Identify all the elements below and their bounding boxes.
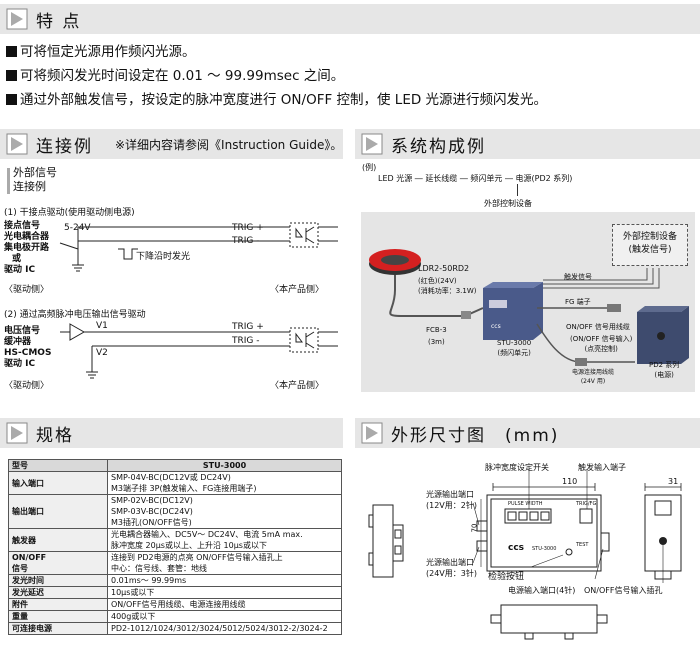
- feature-item-2: 可将频闪发光时间设定在 0.01 ～ 99.99msec 之间。: [6, 67, 344, 85]
- case1-left-labels: 接点信号光电耦合器集电极开路或驱动 IC: [4, 221, 50, 275]
- arrow-icon: [6, 422, 28, 444]
- dims-110: 110: [562, 477, 578, 486]
- dims-drawing: [368, 469, 682, 640]
- case2-product-side: 〈本产品侧〉: [270, 381, 325, 391]
- features-title: 特 点: [36, 11, 82, 32]
- spec-title: 规格: [36, 425, 74, 446]
- dims-trigger-terminal: 触发输入端子: [578, 463, 626, 472]
- power-cable-label: 电源连接用线缆(24V 用): [572, 369, 615, 385]
- connection-header: 连接例 ※详细内容请参阅《Instruction Guide》。: [0, 129, 343, 159]
- features-header: 特 点: [0, 4, 700, 34]
- spec-header-value: STU-3000: [107, 459, 342, 472]
- dims-pulse-switch: 脉冲宽度设定开关: [485, 463, 549, 472]
- onoff-cable-label: ON/OFF 信号用线缆: [566, 323, 630, 331]
- case2-circuit: [60, 323, 338, 379]
- arrow-icon: [6, 8, 28, 30]
- case1-falling-note: 下降沿时发光: [136, 252, 191, 262]
- dims-header: 外形尺寸图 (mm): [355, 418, 700, 448]
- dims-model-label: STU-3000: [532, 546, 557, 552]
- spec-header-key: 型号: [8, 459, 108, 472]
- dims-trig-label: TRIG/FG: [576, 501, 597, 507]
- case1-trig-plus: TRIG +: [232, 223, 264, 233]
- system-ext-control: 外部控制设备: [484, 199, 532, 208]
- fcb-label: FCB-3(3m): [426, 326, 447, 346]
- system-title: 系统构成例: [391, 136, 486, 157]
- case1-voltage: 5-24V: [64, 223, 91, 233]
- svg-text:ccs: ccs: [491, 323, 501, 330]
- system-chain: LED 光源 ― 延长线缆 ― 频闪单元 ― 电源(PD2 系列): [378, 174, 573, 183]
- table-row: 型号 STU-3000: [8, 459, 342, 472]
- system-header: 系统构成例: [355, 129, 700, 159]
- led-model: LDR2-50RD2: [418, 264, 470, 273]
- pd2-label: PD2 系列(电源): [649, 361, 680, 379]
- feature-item-1: 可将恒定光源用作频闪光源。: [6, 43, 196, 61]
- dims-test-label: TEST: [576, 542, 589, 548]
- arrow-icon: [361, 133, 383, 155]
- dims-power-port: 电源输入端口(4针): [508, 586, 576, 595]
- dims-test-button: 检验按钮: [488, 572, 525, 582]
- dims-onoff-jack: ON/OFF信号输入插孔: [584, 586, 663, 595]
- arrow-icon: [6, 133, 28, 155]
- dims-70: 70: [470, 523, 479, 533]
- ext-control-box: 外部控制设备(触发信号): [612, 224, 688, 266]
- stu-label: STU-3000(频闪单元): [497, 339, 532, 357]
- table-row: 触发器光电耦合器输入、DC5V～ DC24V、电流 5mA max.脉冲宽度 2…: [8, 528, 342, 552]
- case2-trig-minus: TRIG -: [232, 336, 260, 346]
- chain-connector: [517, 184, 518, 196]
- case2-driver-side: 〈驱动侧〉: [4, 381, 50, 391]
- case2-trig-plus: TRIG +: [232, 322, 264, 332]
- case2-title: (2) 通过高频脉冲电压输出信号驱动: [4, 310, 146, 320]
- case2-v1: V1: [96, 321, 108, 331]
- feature-item-3: 通过外部触发信号，按设定的脉冲宽度进行 ON/OFF 控制，使 LED 光源进行…: [6, 91, 547, 109]
- system-illustration: ccs: [369, 249, 689, 366]
- ext-signal-bar: [7, 168, 10, 194]
- case1-driver-side: 〈驱动侧〉: [4, 285, 50, 295]
- system-trigger-signal: 触发信号: [564, 273, 592, 281]
- onoff-input-label: (ON/OFF 信号输入)(点亮控制): [570, 335, 633, 353]
- fg-terminal-label: FG 端子: [565, 298, 591, 306]
- case1-product-side: 〈本产品侧〉: [270, 285, 325, 295]
- system-example-label: (例): [362, 163, 377, 172]
- case2-v2: V2: [96, 348, 108, 358]
- connection-title: 连接例: [36, 136, 93, 157]
- arrow-icon: [361, 422, 383, 444]
- dims-out12: 光源输出端口(12V用：2针): [426, 490, 477, 510]
- case1-title: (1) 干接点驱动(使用驱动侧电源): [4, 208, 135, 218]
- dims-31: 31: [668, 477, 679, 486]
- dims-brand: ccs: [508, 543, 525, 553]
- dims-pulse-label: PULSE WIDTH: [508, 501, 543, 507]
- spec-header: 规格: [0, 418, 343, 448]
- ext-signal-label: 外部信号连接例: [13, 166, 57, 193]
- dims-title: 外形尺寸图 (mm): [391, 425, 560, 446]
- led-spec: (红色)(24V)(消耗功率：3.1W): [418, 277, 477, 295]
- case1-circuit: [59, 222, 338, 272]
- connection-note: ※详细内容请参阅《Instruction Guide》。: [115, 137, 343, 152]
- dims-out24: 光源输出端口(24V用：3针): [426, 558, 477, 578]
